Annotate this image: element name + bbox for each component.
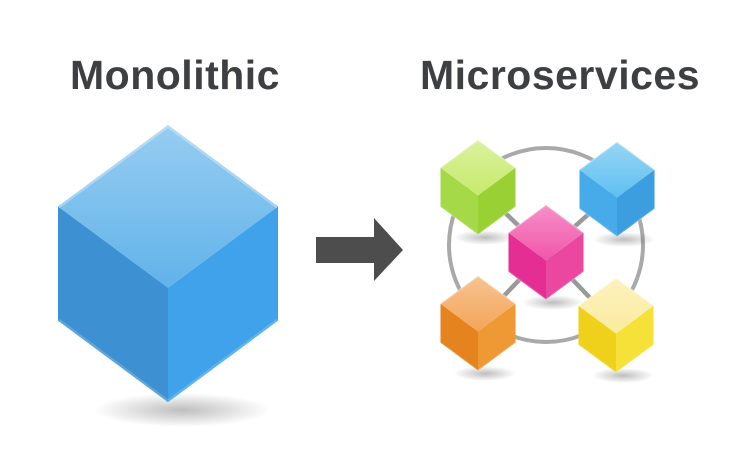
service-cube-orange-top-edge-highlight bbox=[439, 275, 517, 305]
service-cube-pink-top-gloss bbox=[508, 205, 584, 261]
service-cube-yellow-right-face bbox=[616, 305, 654, 373]
service-cube-pink-shadow bbox=[522, 295, 584, 310]
service-cube-green-right-face bbox=[478, 167, 516, 235]
monolith-cube-top-edge-highlight bbox=[56, 122, 280, 209]
service-cube-orange bbox=[439, 275, 517, 372]
monolith-cube bbox=[56, 122, 280, 405]
monolithic-title: Monolithic bbox=[70, 52, 280, 98]
service-cube-blue-left-face bbox=[579, 169, 617, 237]
service-cube-orange-shadow bbox=[454, 366, 516, 381]
service-cube-pink-top-edge-highlight bbox=[507, 204, 585, 234]
service-cube-orange-bottom-edge-highlight bbox=[439, 341, 517, 372]
service-cube-yellow-left-face bbox=[578, 305, 616, 373]
service-cube-blue-right-face bbox=[617, 169, 655, 237]
service-cube-pink-left-face bbox=[508, 232, 546, 300]
service-cube-green-top-gloss bbox=[440, 140, 516, 196]
service-cube-yellow-top-gloss bbox=[578, 278, 654, 334]
service-cubes bbox=[439, 139, 656, 374]
service-cube-orange-left-face bbox=[440, 303, 478, 371]
monolith-cube-left-face bbox=[58, 206, 168, 403]
service-cube-green bbox=[439, 139, 517, 236]
monolith-shadow bbox=[94, 393, 270, 427]
monolith-cube-bottom-edge-highlight bbox=[56, 318, 280, 405]
service-cube-blue-top-edge-highlight bbox=[578, 141, 656, 171]
right-arrow-glyph bbox=[316, 218, 403, 281]
service-cube-green-left-face bbox=[440, 167, 478, 235]
service-cube-yellow-top-edge-highlight bbox=[577, 277, 655, 307]
service-cube-pink-bottom-edge-highlight bbox=[507, 270, 585, 301]
service-cube-yellow-shadow bbox=[592, 368, 654, 383]
monolith-cube-shadow bbox=[94, 393, 270, 427]
monolith-cube-right-face bbox=[168, 206, 278, 403]
service-cube-blue-bottom-edge-highlight bbox=[578, 207, 656, 238]
service-cube-orange-top-gloss bbox=[440, 276, 516, 332]
service-cube-orange-right-face bbox=[478, 303, 516, 371]
service-shadows bbox=[454, 230, 655, 383]
service-cube-green-shadow bbox=[454, 230, 516, 245]
service-cube-yellow-bottom-edge-highlight bbox=[577, 343, 655, 374]
service-cube-blue-shadow bbox=[593, 232, 655, 247]
service-cube-green-top-edge-highlight bbox=[439, 139, 517, 169]
service-cube-blue bbox=[578, 141, 656, 238]
service-cube-pink-right-face bbox=[546, 232, 584, 300]
monolith-cube-top-gloss bbox=[58, 125, 278, 288]
microservices-title: Microservices bbox=[419, 52, 700, 98]
service-cube-yellow bbox=[577, 277, 655, 374]
transformation-arrow-icon bbox=[316, 218, 403, 281]
monolith-cube bbox=[56, 122, 280, 405]
service-cube-blue-top-gloss bbox=[579, 142, 655, 198]
service-cube-green-bottom-edge-highlight bbox=[439, 205, 517, 236]
service-cube-pink bbox=[507, 204, 585, 301]
